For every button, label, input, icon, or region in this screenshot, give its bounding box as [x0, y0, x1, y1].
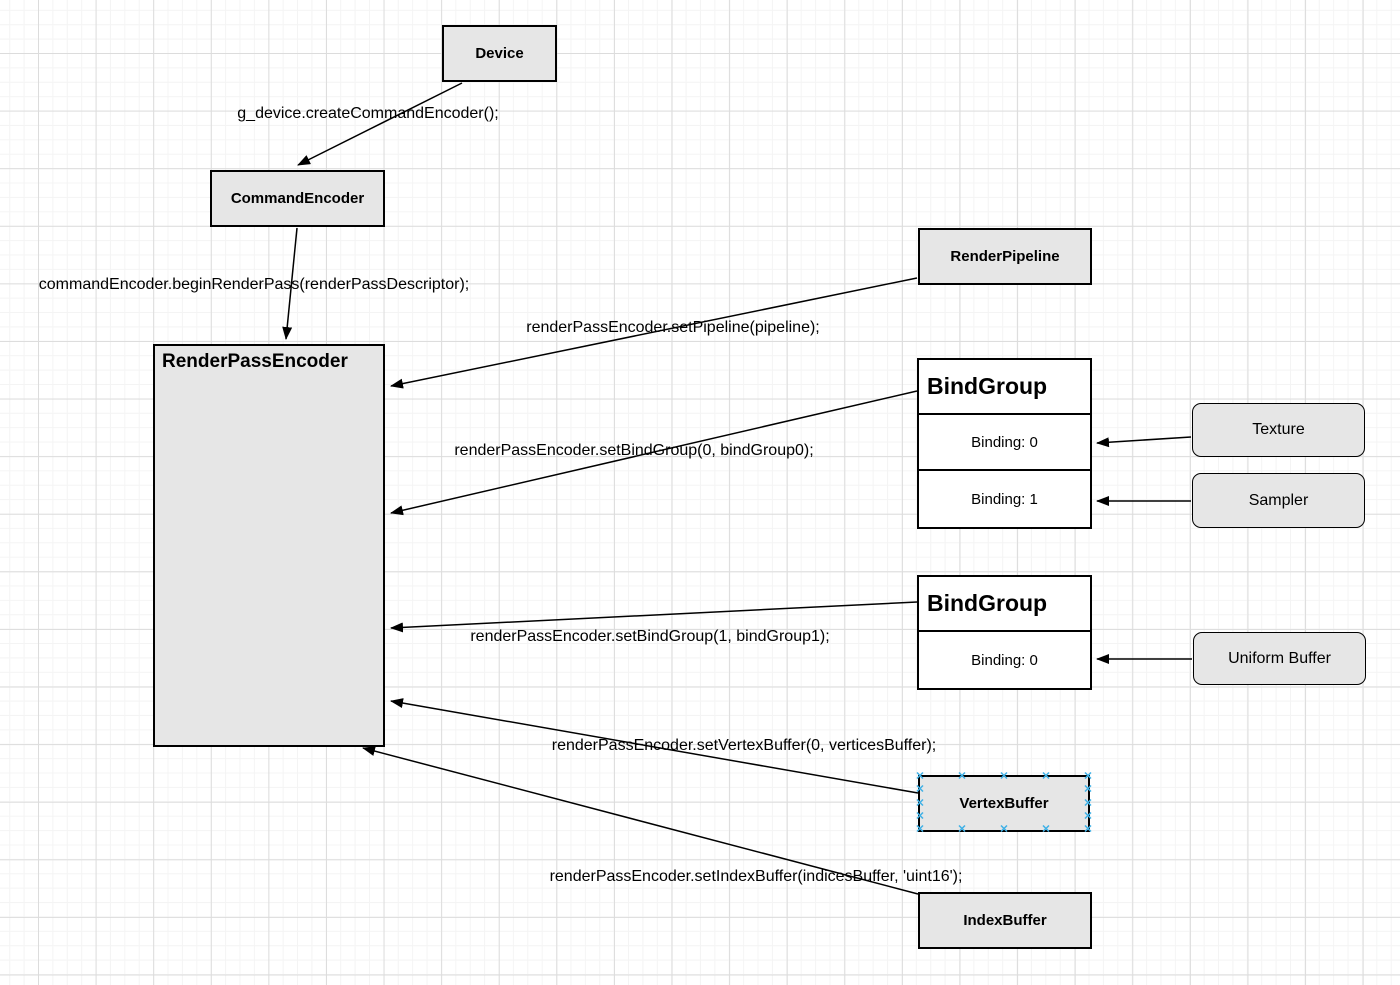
- bind-group-1-title: BindGroup: [919, 577, 1090, 632]
- bind-group-0-binding-0[interactable]: Binding: 0: [919, 415, 1090, 471]
- connection-point-icon[interactable]: [915, 798, 924, 809]
- connection-point-icon[interactable]: [1083, 798, 1092, 809]
- node-sampler-label: Sampler: [1248, 491, 1309, 509]
- node-render-pass-encoder[interactable]: RenderPassEncoder: [153, 344, 385, 747]
- node-render-pipeline-label: RenderPipeline: [950, 248, 1060, 265]
- connection-point-icon[interactable]: [999, 825, 1008, 836]
- edge-texture-to-binding-0[interactable]: [1096, 436, 1192, 448]
- node-device[interactable]: Device: [442, 25, 557, 82]
- edge-label-set-bind-group-0[interactable]: renderPassEncoder.setBindGroup(0, bindGr…: [454, 442, 814, 459]
- node-bind-group-0[interactable]: BindGroup Binding: 0 Binding: 1: [917, 358, 1092, 529]
- node-index-buffer[interactable]: IndexBuffer: [918, 892, 1092, 949]
- node-texture-label: Texture: [1252, 421, 1305, 438]
- connection-point-icon[interactable]: [1041, 772, 1050, 783]
- connection-point-icon[interactable]: [1083, 811, 1092, 822]
- connection-point-icon[interactable]: [915, 825, 924, 836]
- connection-point-icon[interactable]: [1083, 772, 1092, 783]
- node-sampler[interactable]: Sampler: [1192, 473, 1365, 528]
- connection-point-icon[interactable]: [915, 772, 924, 783]
- node-uniform-buffer-label: Uniform Buffer: [1228, 649, 1331, 667]
- node-command-encoder[interactable]: CommandEncoder: [210, 170, 385, 227]
- connection-point-icon[interactable]: [1083, 825, 1092, 836]
- bind-group-0-title: BindGroup: [919, 360, 1090, 415]
- edge-device-to-command-encoder[interactable]: [297, 82, 463, 166]
- node-uniform-buffer[interactable]: Uniform Buffer: [1193, 632, 1366, 685]
- edge-label-create-command-encoder[interactable]: g_device.createCommandEncoder();: [237, 105, 499, 122]
- edge-label-set-vertex-buffer[interactable]: renderPassEncoder.setVertexBuffer(0, ver…: [551, 737, 937, 754]
- node-command-encoder-label: CommandEncoder: [230, 190, 365, 207]
- edge-bind-group-1-to-render-pass-encoder[interactable]: [390, 601, 918, 633]
- node-device-label: Device: [475, 45, 524, 62]
- connection-point-icon[interactable]: [957, 825, 966, 836]
- node-index-buffer-label: IndexBuffer: [963, 912, 1047, 929]
- bind-group-1-binding-0[interactable]: Binding: 0: [971, 651, 1038, 669]
- node-render-pipeline[interactable]: RenderPipeline: [918, 228, 1092, 285]
- edge-label-set-pipeline[interactable]: renderPassEncoder.setPipeline(pipeline);: [526, 319, 820, 336]
- node-render-pass-encoder-label: RenderPassEncoder: [162, 351, 348, 372]
- connection-point-icon[interactable]: [915, 785, 924, 796]
- connection-point-icon[interactable]: [915, 811, 924, 822]
- edge-label-begin-render-pass[interactable]: commandEncoder.beginRenderPass(renderPas…: [38, 276, 470, 293]
- node-vertex-buffer-label: VertexBuffer: [959, 795, 1049, 812]
- connection-point-icon[interactable]: [957, 772, 966, 783]
- node-texture[interactable]: Texture: [1192, 403, 1365, 457]
- connection-point-icon[interactable]: [1041, 825, 1050, 836]
- connection-point-icon[interactable]: [999, 772, 1008, 783]
- edge-label-set-index-buffer[interactable]: renderPassEncoder.setIndexBuffer(indices…: [549, 868, 963, 885]
- node-vertex-buffer[interactable]: VertexBuffer: [918, 775, 1090, 832]
- connection-point-icon[interactable]: [1083, 785, 1092, 796]
- bind-group-0-binding-1[interactable]: Binding: 1: [971, 490, 1038, 508]
- node-bind-group-1[interactable]: BindGroup Binding: 0: [917, 575, 1092, 690]
- edge-label-set-bind-group-1[interactable]: renderPassEncoder.setBindGroup(1, bindGr…: [470, 628, 830, 645]
